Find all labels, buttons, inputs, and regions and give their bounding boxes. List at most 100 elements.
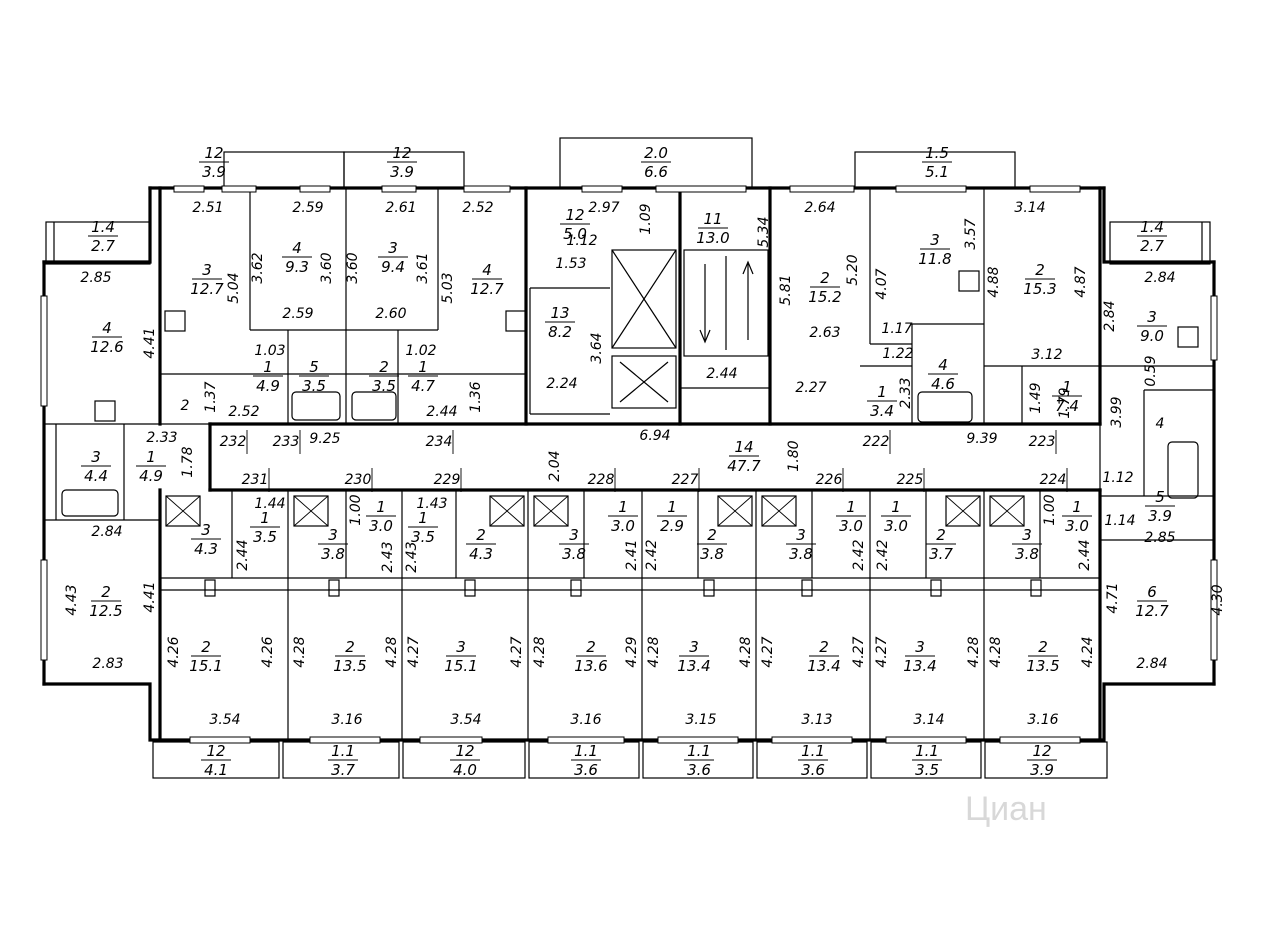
room-label: 13.0: [881, 498, 911, 535]
room-number: 12: [206, 742, 225, 760]
dimension-label: 2.27: [795, 380, 826, 396]
room-area: 3.0: [839, 517, 863, 535]
room-label: 213.5: [1026, 638, 1059, 675]
room-label: 138.2: [545, 304, 575, 341]
room-area: 3.7: [331, 761, 355, 779]
room-code: 229: [434, 468, 462, 492]
dimension-label: 2.97: [588, 200, 619, 216]
room-label: 24.3: [466, 526, 496, 563]
room-area: 11.8: [918, 250, 951, 268]
room-area: 12.5: [89, 602, 122, 620]
vertical-dimension-label: 3.60: [319, 252, 335, 283]
room-number: 2: [936, 526, 946, 544]
room-area: 3.8: [789, 545, 813, 563]
room-number: 1: [891, 498, 901, 516]
room-area: 2.7: [91, 237, 115, 255]
room-area: 3.0: [884, 517, 908, 535]
room-number: 2: [820, 269, 830, 287]
vertical-dimension-label: 4.27: [760, 636, 776, 667]
room-code-label: 231: [242, 472, 269, 488]
vertical-dimension-label: 2.43: [404, 541, 420, 572]
dimension-label: 1.44: [254, 496, 285, 512]
room-area: 3.5: [253, 528, 277, 546]
room-code-label: 222: [863, 434, 890, 450]
vertical-dimension-label: 1.80: [786, 440, 802, 471]
room-number: 1: [877, 383, 887, 401]
room-code-label: 233: [273, 434, 300, 450]
room-number: 3: [689, 638, 699, 656]
room-area: 3.6: [687, 761, 711, 779]
room-label: 33.8: [559, 526, 589, 563]
dimension-label: 2: [181, 398, 190, 414]
room-number: 3: [569, 526, 579, 544]
vertical-dimension-label: 4.26: [166, 636, 182, 667]
vertical-dimension-label: 4.41: [142, 327, 158, 358]
room-label: 13.4: [867, 383, 897, 420]
room-area: 2.9: [660, 517, 684, 535]
room-number: 6: [1147, 583, 1157, 601]
vertical-dimension-label: 3.57: [963, 218, 979, 249]
room-number: 4: [482, 261, 492, 279]
room-area: 4.7: [411, 377, 435, 395]
room-area: 13.4: [903, 657, 936, 675]
room-labels: 123.9123.92.06.61.55.11.42.71.42.7312.74…: [81, 144, 1175, 779]
room-area: 12.7: [470, 280, 504, 298]
room-area: 3.5: [915, 761, 939, 779]
room-number: 2: [476, 526, 486, 544]
vertical-dimension-label: 4.26: [260, 636, 276, 667]
room-number: 4: [938, 356, 948, 374]
room-number: 2: [1035, 261, 1045, 279]
interior-walls: [44, 186, 1214, 742]
room-code: 225: [897, 468, 925, 492]
dimension-label: 3.13: [801, 712, 832, 728]
dimension-label: 4: [1156, 416, 1165, 432]
vertical-dimension-label: 4.28: [532, 636, 548, 667]
room-area: 47.7: [727, 457, 761, 475]
room-area: 13.5: [333, 657, 366, 675]
room-number: 14: [734, 438, 753, 456]
room-label: 123.9: [199, 144, 229, 181]
room-area: 3.7: [929, 545, 953, 563]
room-label: 313.4: [903, 638, 936, 675]
dimension-label: 2.44: [426, 404, 457, 420]
room-label: 123.9: [1027, 742, 1057, 779]
room-number: 2: [345, 638, 355, 656]
room-area: 4.1: [204, 761, 228, 779]
room-number: 13: [550, 304, 569, 322]
stair-arrows: [699, 260, 754, 344]
room-label: 14.9: [253, 358, 283, 395]
room-label: 213.6: [574, 638, 607, 675]
room-label: 412.6: [90, 319, 123, 356]
room-area: 4.3: [469, 545, 493, 563]
room-label: 313.4: [677, 638, 710, 675]
dimension-label: 9.25: [309, 431, 340, 447]
room-number: 1.1: [331, 742, 355, 760]
room-code: 233: [273, 430, 301, 454]
vertical-dimension-label: 4.30: [1210, 584, 1226, 615]
room-number: 12: [204, 144, 223, 162]
vertical-dimension-label: 1.09: [638, 203, 654, 234]
room-area: 3.9: [202, 163, 226, 181]
vertical-dimension-label: 5.81: [778, 274, 794, 305]
dimension-label: 1.12: [1102, 470, 1133, 486]
vertical-dimension-label: 3.64: [589, 332, 605, 363]
room-label: 2.06.6: [641, 144, 671, 181]
room-number: 4: [102, 319, 112, 337]
room-label: 53.9: [1145, 488, 1175, 525]
dimension-label: 2.63: [809, 325, 840, 341]
dimension-label: 3.15: [685, 712, 716, 728]
room-code: 222: [863, 430, 891, 454]
dimension-label: 1.43: [416, 496, 447, 512]
vertical-dimension-label: 2.44: [235, 539, 251, 570]
vertical-dimension-label: 0.59: [1143, 355, 1159, 386]
room-number: 3: [91, 448, 101, 466]
room-area: 5.0: [563, 225, 587, 243]
room-area: 12.6: [90, 338, 123, 356]
dimension-label: 2.44: [706, 366, 737, 382]
room-area: 15.2: [808, 288, 841, 306]
dimension-label: 2.52: [228, 404, 259, 420]
dimension-label: 2.83: [92, 656, 123, 672]
vertical-dimension-label: 2.42: [644, 539, 660, 570]
